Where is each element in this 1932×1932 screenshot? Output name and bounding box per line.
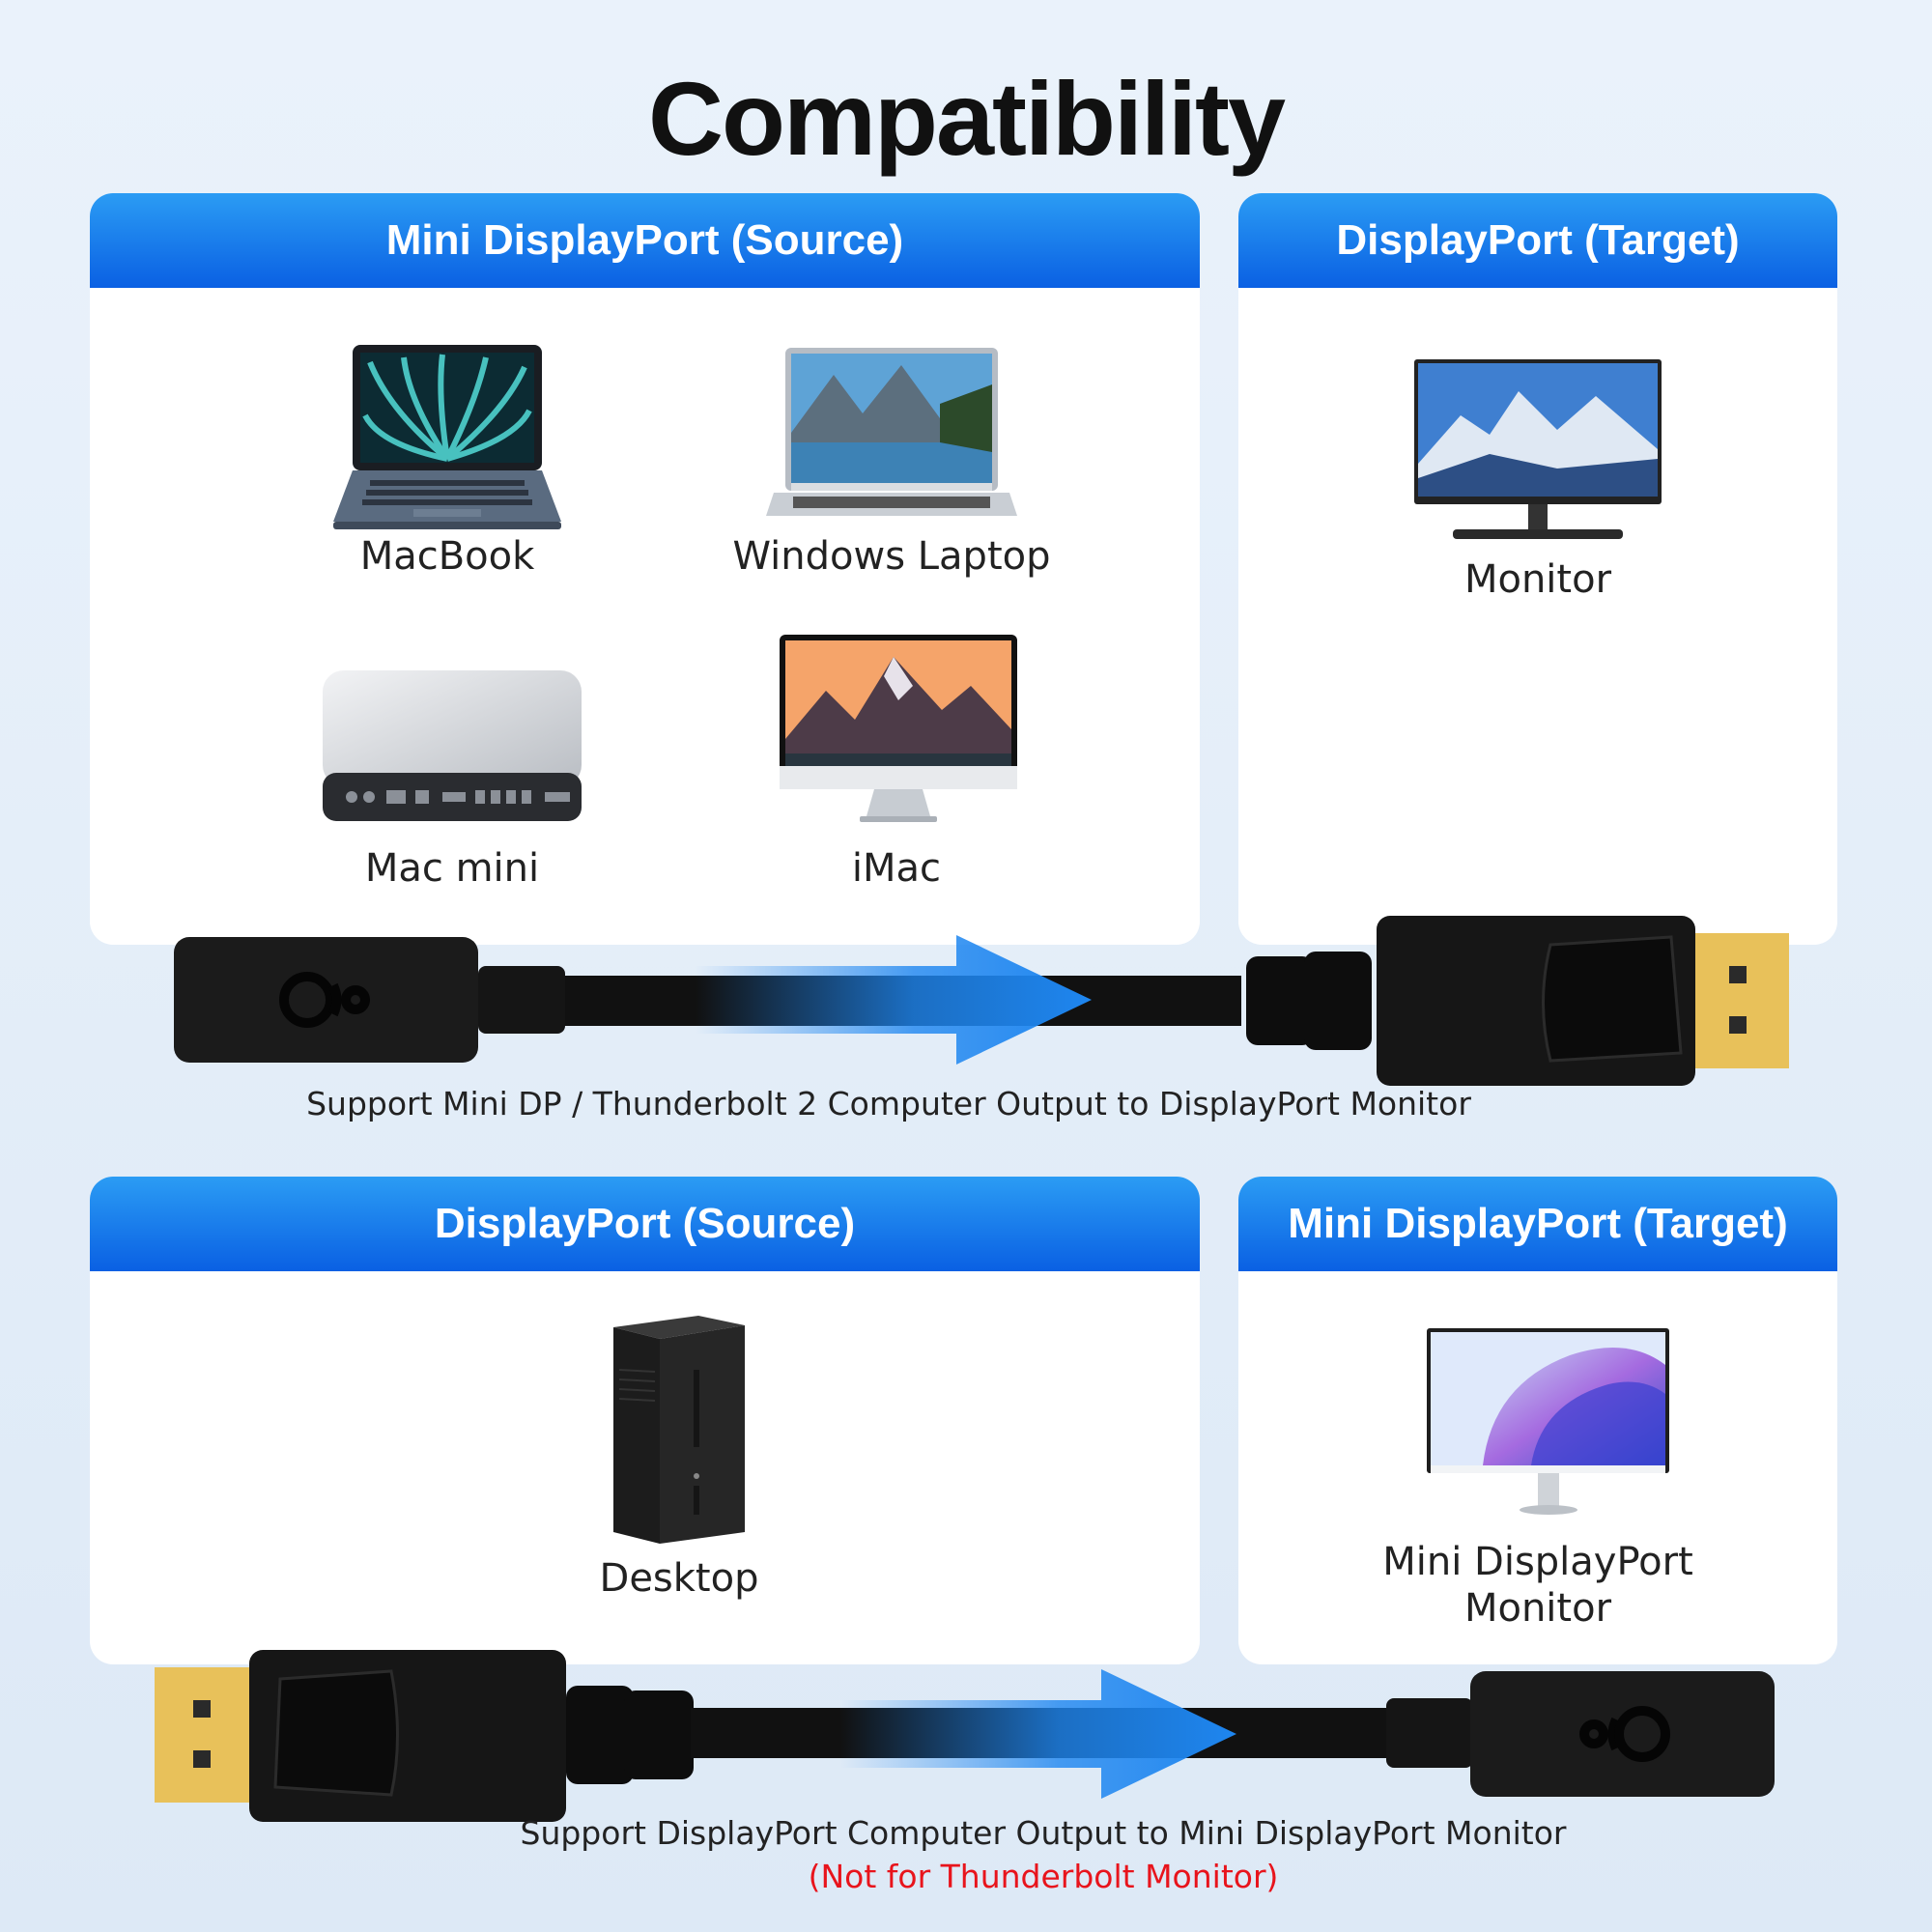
- mini-dp-monitor-label-line1: Mini DisplayPort: [1382, 1540, 1693, 1584]
- page-title: Compatibility: [647, 60, 1286, 177]
- direction-arrow-right: [696, 935, 1092, 1065]
- mac-mini-icon: [323, 670, 582, 821]
- dp-target-header: DisplayPort (Target): [1238, 193, 1837, 288]
- mini-dp-to-dp-cable: [174, 916, 1789, 1086]
- dp-plug-gold-tip: [155, 1667, 251, 1803]
- windows-laptop-icon: [766, 348, 1017, 516]
- bottom-caption-note: (Not for Thunderbolt Monitor): [808, 1858, 1279, 1895]
- macbook-label: MacBook: [359, 534, 535, 579]
- direction-arrow-right: [840, 1669, 1236, 1799]
- monitor-icon: [1414, 359, 1662, 539]
- mini-dp-monitor-icon: [1427, 1328, 1669, 1515]
- mini-dp-target-header: Mini DisplayPort (Target): [1238, 1177, 1837, 1271]
- dp-source-panel: DisplayPort (Source) Desktop: [90, 1177, 1200, 1664]
- windows-laptop-label: Windows Laptop: [732, 534, 1051, 579]
- imac-label: iMac: [851, 846, 942, 891]
- top-caption: Support Mini DP / Thunderbolt 2 Computer…: [306, 1085, 1471, 1122]
- mini-dp-source-header: Mini DisplayPort (Source): [90, 193, 1200, 288]
- mini-dp-source-panel: Mini DisplayPort (Source) MacBook Window…: [90, 193, 1200, 945]
- dp-to-mini-dp-cable: [155, 1650, 1775, 1822]
- monitor-label: Monitor: [1463, 557, 1612, 602]
- desktop-tower-icon: [613, 1316, 745, 1544]
- mini-dp-monitor-label: Mini DisplayPort Monitor: [1325, 1539, 1750, 1632]
- bottom-caption: Support DisplayPort Computer Output to M…: [520, 1814, 1567, 1852]
- mac-mini-label: Mac mini: [364, 846, 540, 891]
- dp-target-panel: DisplayPort (Target) Monitor: [1238, 193, 1837, 945]
- macbook-icon: [333, 345, 561, 529]
- imac-icon: [780, 635, 1017, 822]
- mini-dp-target-panel: Mini DisplayPort (Target) Mini DisplayPo…: [1238, 1177, 1837, 1664]
- mini-dp-monitor-label-line2: Monitor: [1463, 1586, 1612, 1631]
- dp-plug-gold-tip: [1695, 933, 1789, 1068]
- desktop-label: Desktop: [599, 1556, 759, 1601]
- dp-source-header: DisplayPort (Source): [90, 1177, 1200, 1271]
